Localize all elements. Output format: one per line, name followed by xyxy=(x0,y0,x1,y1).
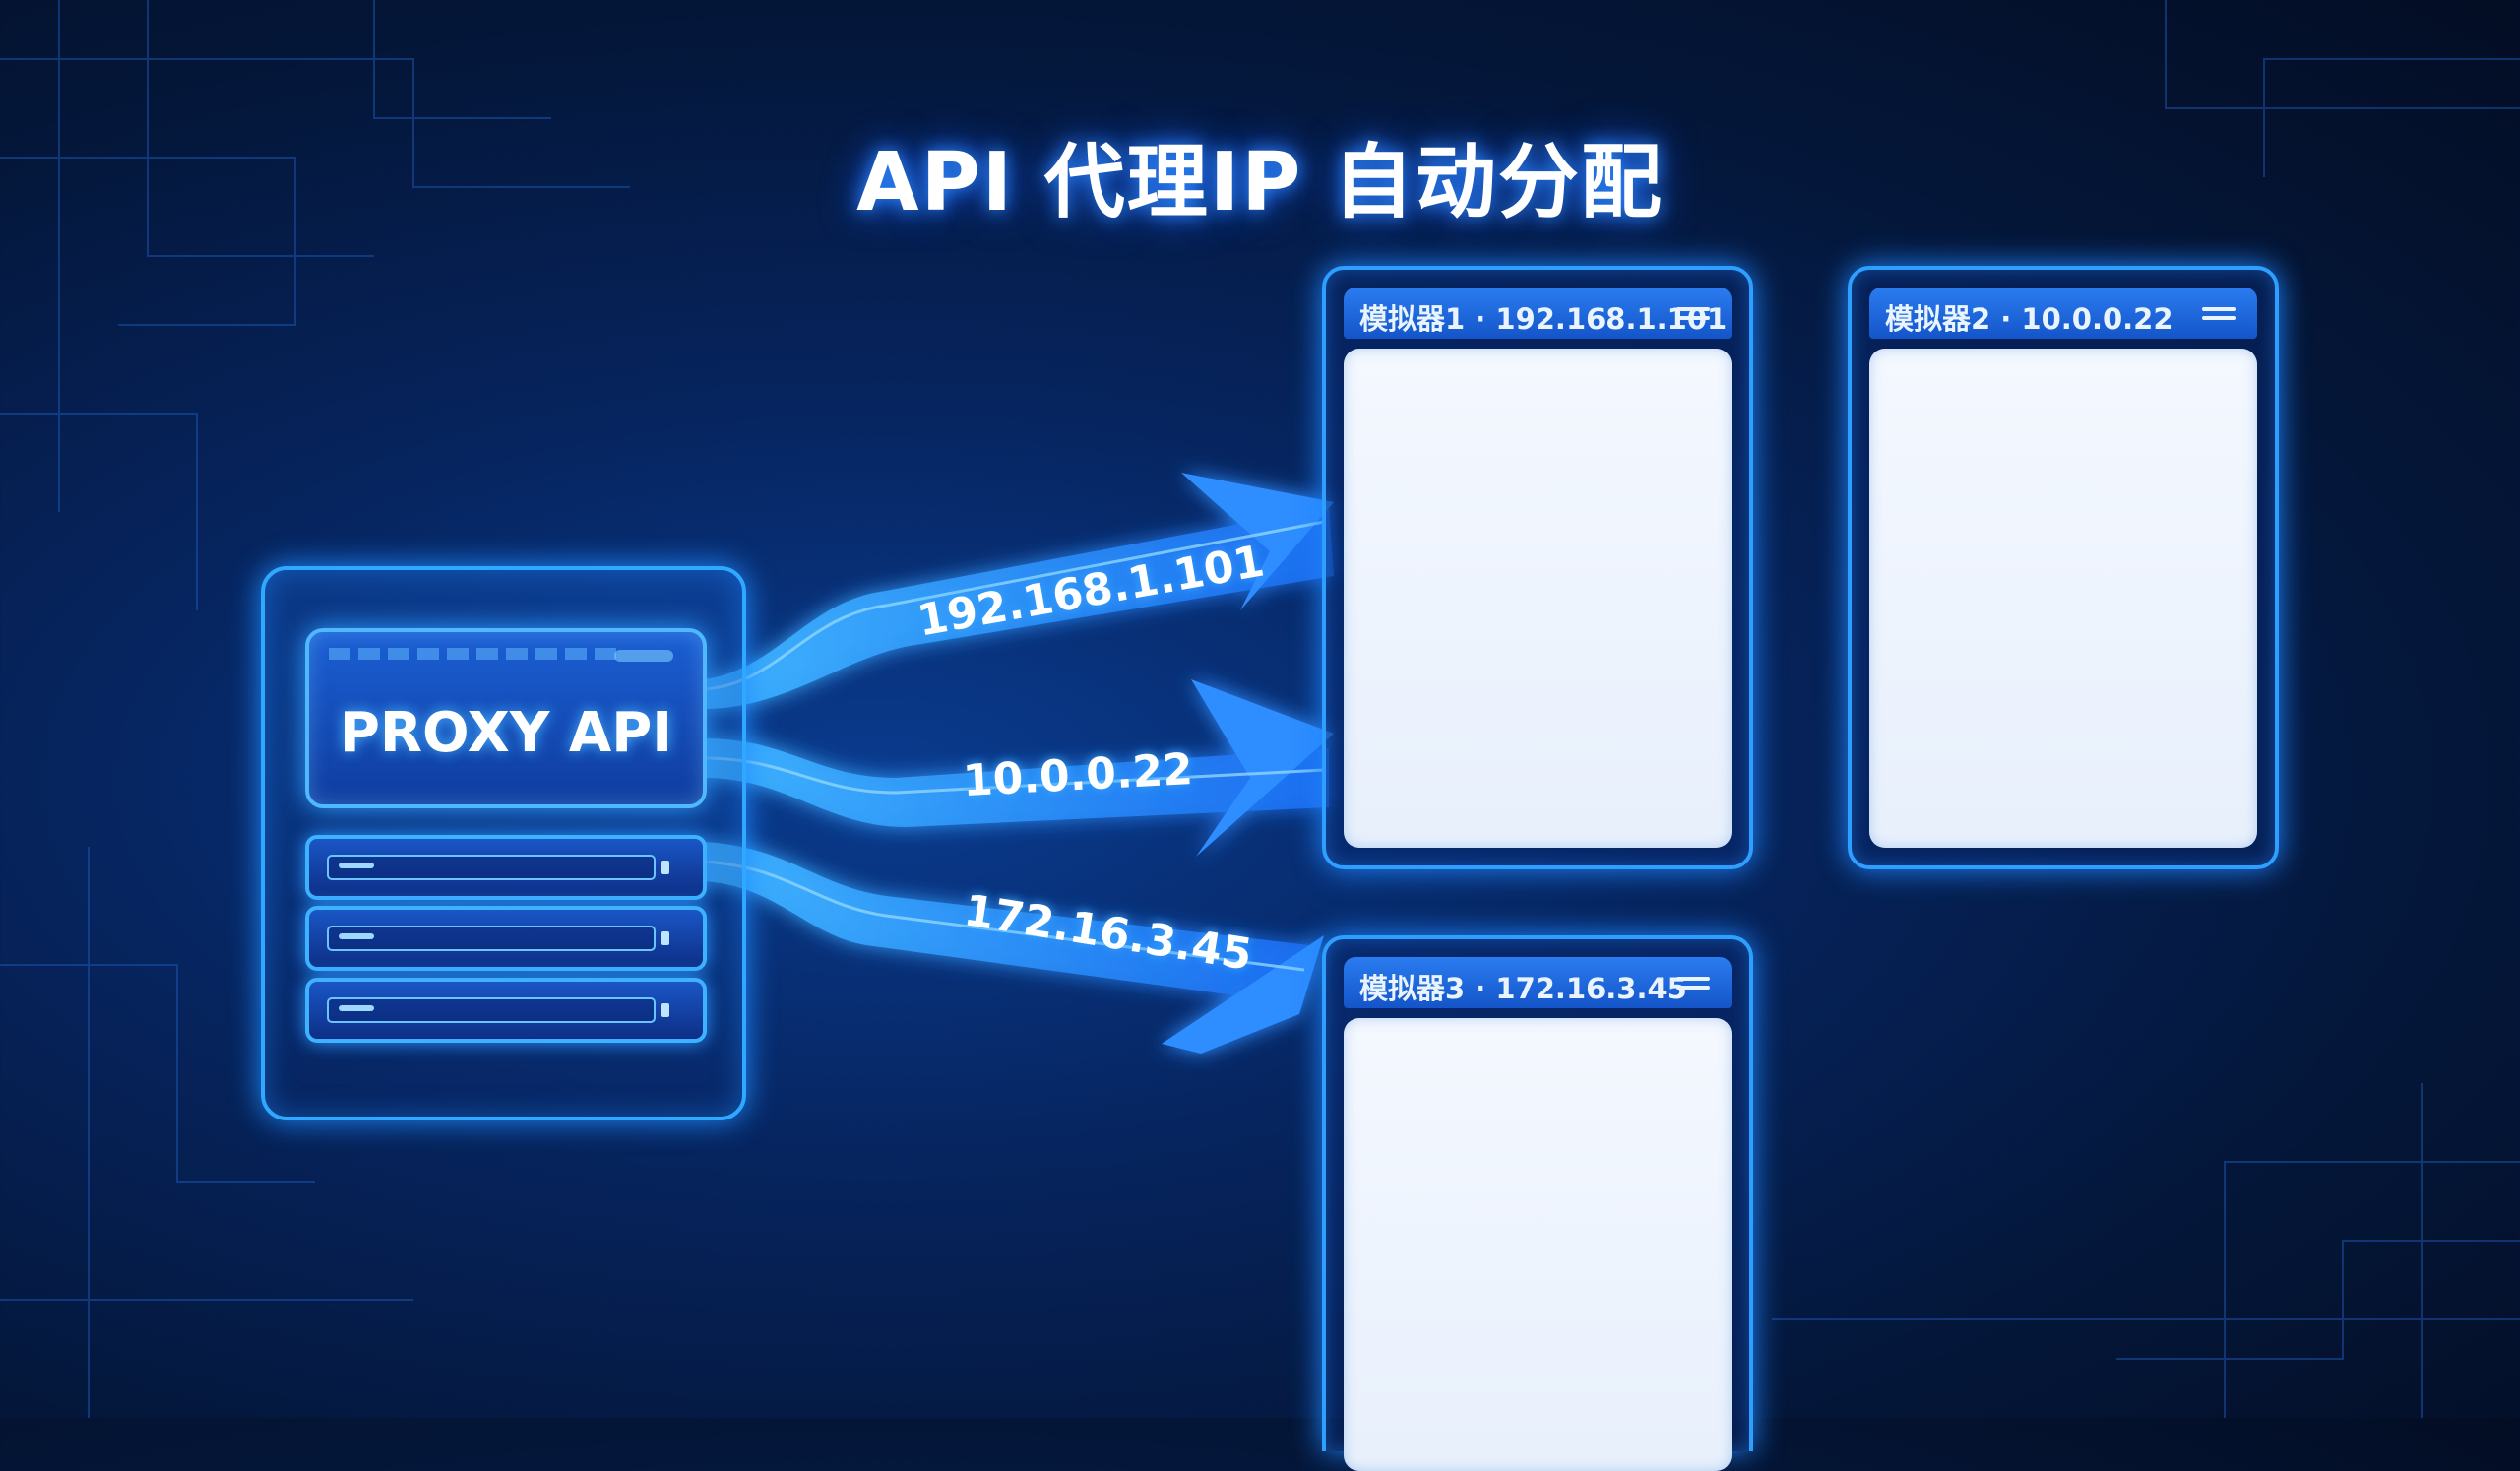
server-rack-unit xyxy=(305,978,707,1043)
emulator-title: 模拟器3 · 172.16.3.45 xyxy=(1359,972,1687,1005)
emulator-screen[interactable] xyxy=(1869,349,2257,848)
emulator-screen[interactable] xyxy=(1344,349,1732,848)
emulator-title-bar: 模拟器3 · 172.16.3.45 xyxy=(1344,957,1732,1008)
beam-3-arrow xyxy=(1162,935,1324,1054)
proxy-server-head: PROXY API xyxy=(305,628,707,808)
server-lamp xyxy=(614,650,673,662)
rack-led xyxy=(662,931,669,945)
proxy-label: PROXY API xyxy=(339,701,673,765)
server-vent xyxy=(329,648,624,660)
emulator-window-3[interactable]: 模拟器3 · 172.16.3.45 xyxy=(1322,935,1753,1471)
beam-3 xyxy=(704,842,1309,1004)
beam-2 xyxy=(704,738,1329,827)
connection-beams xyxy=(703,473,1334,1054)
rack-led xyxy=(662,1003,669,1017)
beam-1 xyxy=(704,507,1334,709)
beam-2-arrow xyxy=(1191,679,1334,857)
emulator-window-1[interactable]: 模拟器1 · 192.168.1.101 xyxy=(1322,266,1753,869)
background-circuit-grid xyxy=(0,0,2520,1418)
rack-slot xyxy=(327,855,656,880)
emulator-title: 模拟器1 · 192.168.1.101 xyxy=(1359,302,1728,336)
page-title: API 代理IP 自动分配 xyxy=(856,136,1664,229)
emulator-screen[interactable] xyxy=(1344,1018,1732,1471)
emulator-title-bar: 模拟器2 · 10.0.0.22 xyxy=(1869,288,2257,339)
rack-slot xyxy=(327,926,656,951)
menu-icon[interactable] xyxy=(1676,977,1710,991)
emulator-window-2[interactable]: 模拟器2 · 10.0.0.22 xyxy=(1848,266,2279,869)
beam-1-arrow xyxy=(1181,473,1334,610)
menu-icon[interactable] xyxy=(2202,307,2236,321)
server-rack-unit xyxy=(305,835,707,900)
server-rack-unit xyxy=(305,906,707,971)
rack-slot xyxy=(327,997,656,1023)
emulator-title-bar: 模拟器1 · 192.168.1.101 xyxy=(1344,288,1732,339)
rack-led xyxy=(662,861,669,874)
menu-icon[interactable] xyxy=(1676,307,1710,321)
emulator-title: 模拟器2 · 10.0.0.22 xyxy=(1885,302,2174,336)
